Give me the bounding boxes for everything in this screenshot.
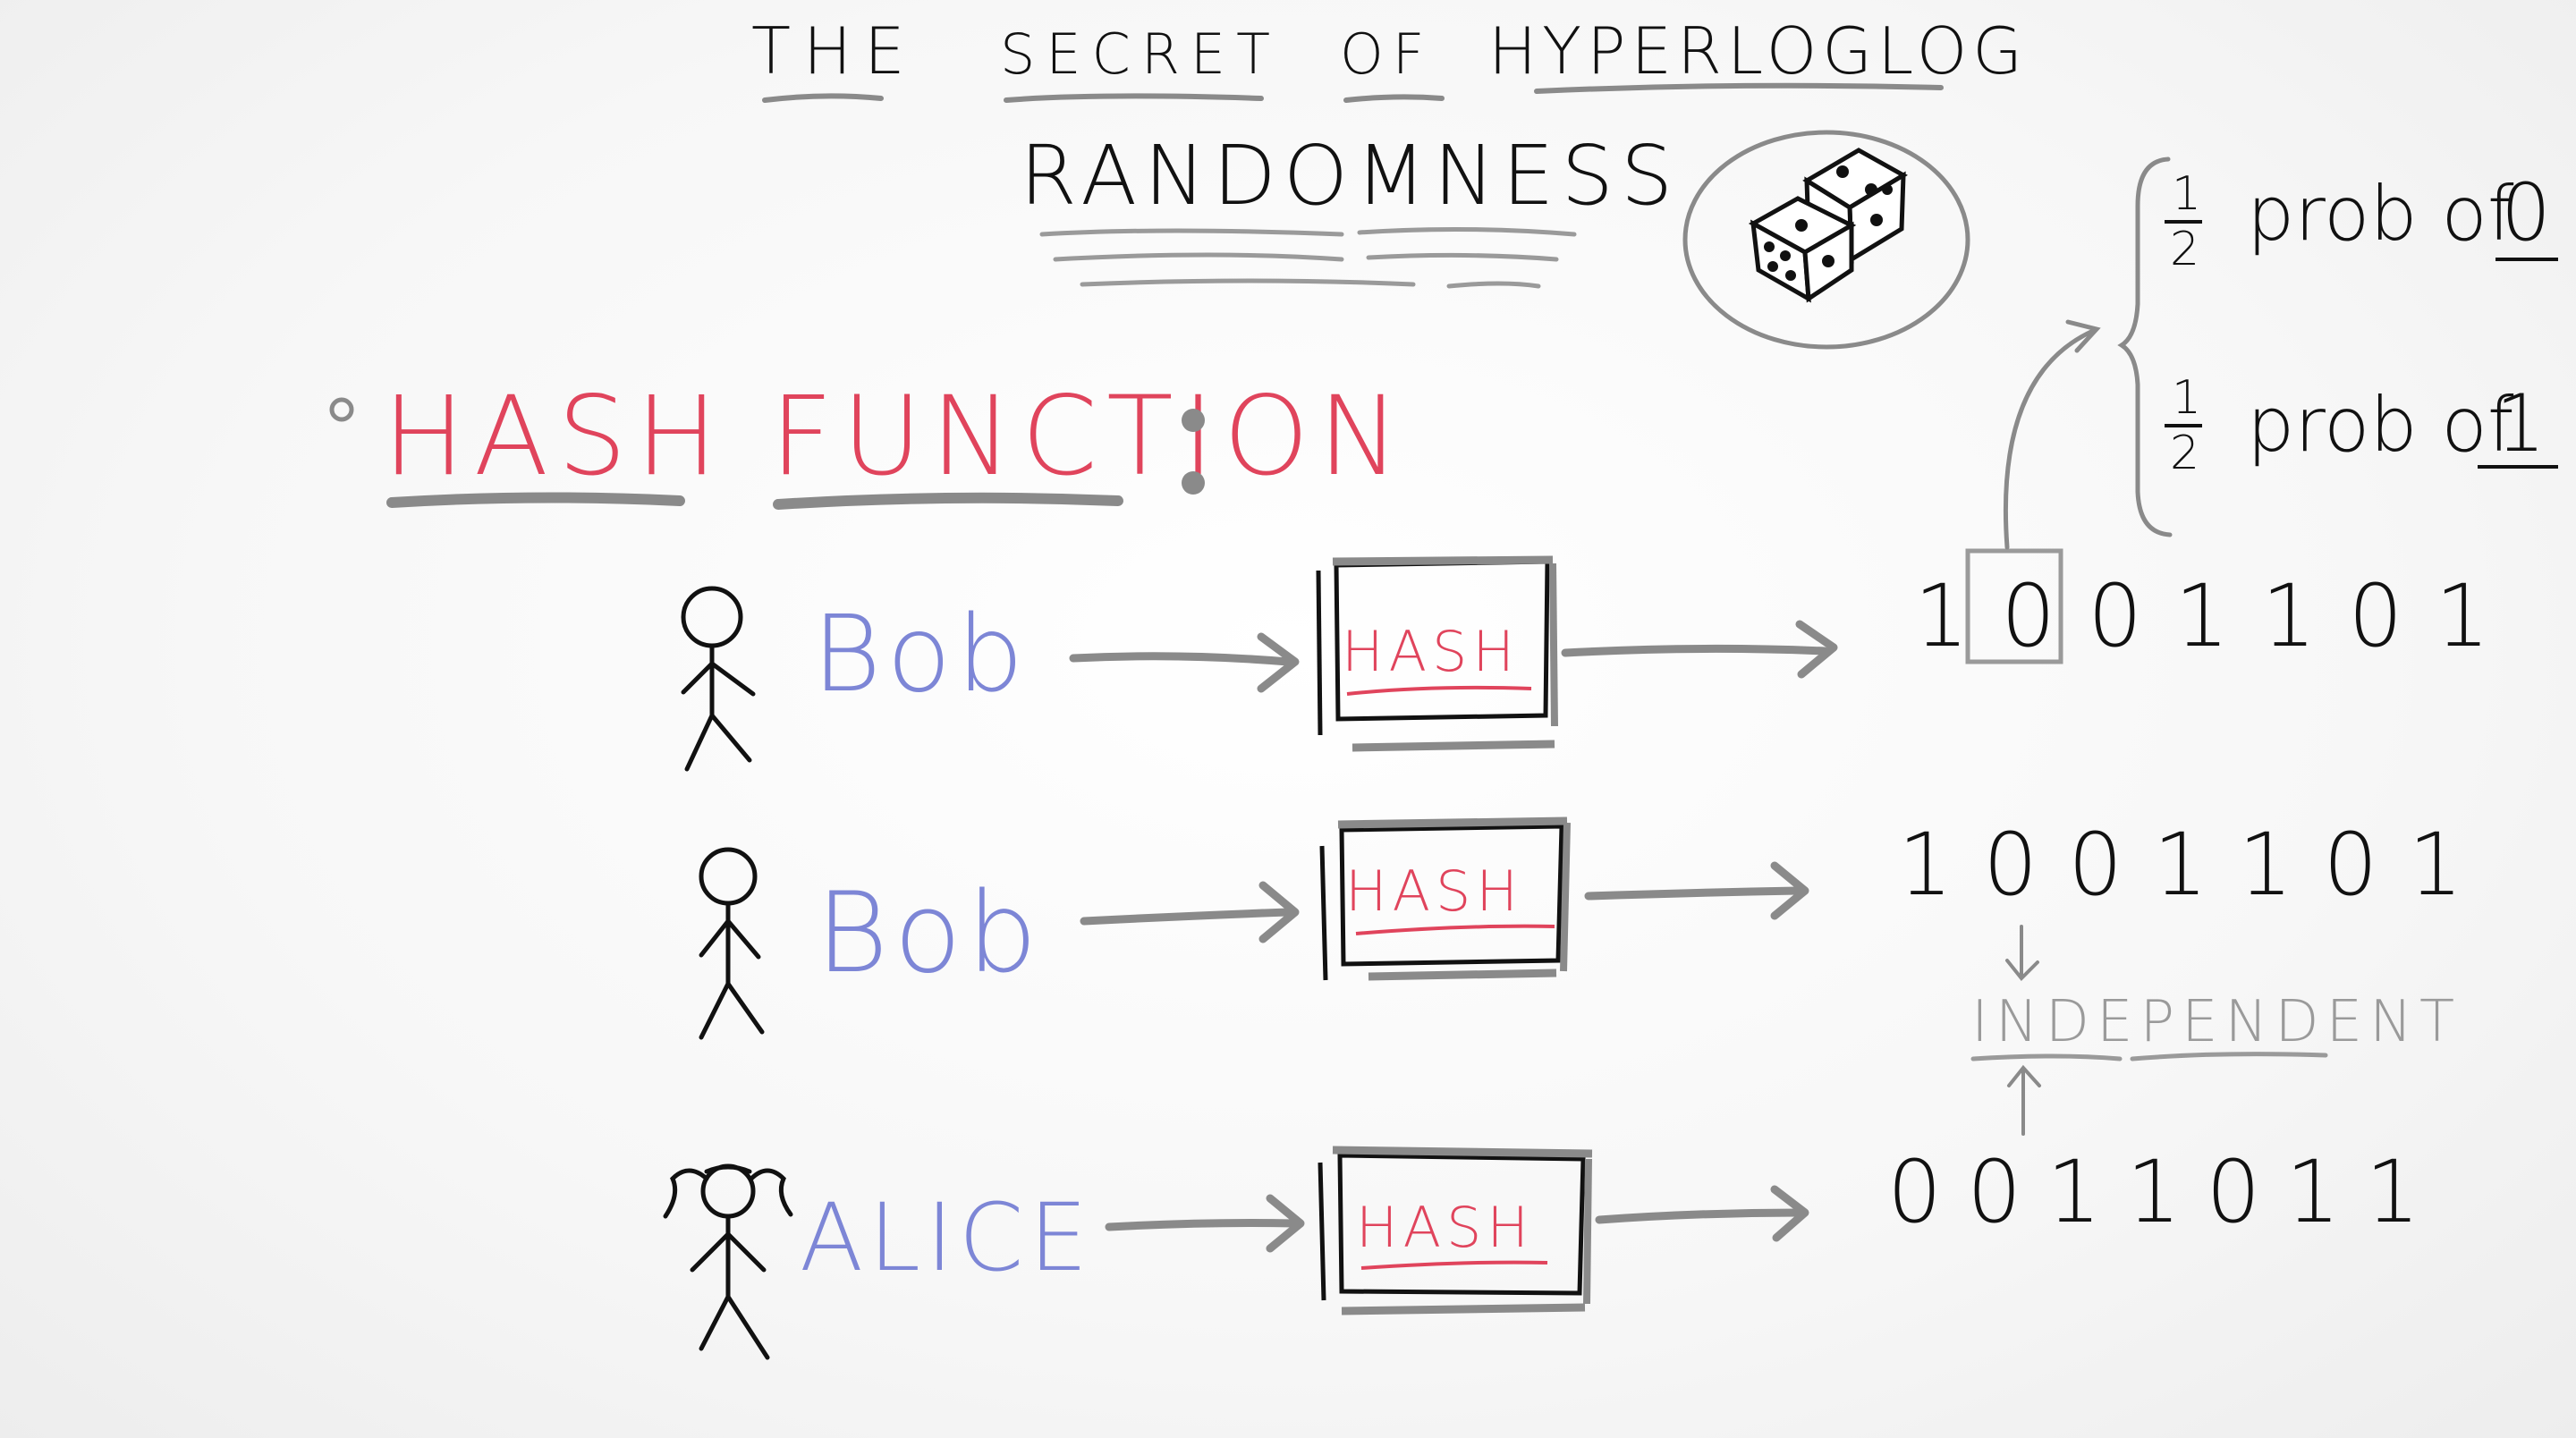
arrow-right-icon bbox=[1561, 620, 1838, 679]
row-1-output: 1001101 bbox=[1914, 566, 2522, 666]
title-word-secret: SECRET bbox=[1000, 21, 1281, 87]
arrow-up-icon bbox=[2007, 1064, 2041, 1136]
highlighted-bit-box bbox=[1965, 548, 2063, 664]
curly-brace-icon bbox=[2117, 156, 2173, 537]
hash-box: HASH bbox=[1316, 555, 1558, 752]
stick-figure-icon bbox=[699, 847, 765, 1040]
arrow-right-icon bbox=[1105, 1194, 1305, 1253]
row-3-name: ALICE bbox=[800, 1183, 1093, 1292]
probability-1: 1 2 prob of 1 bbox=[2165, 371, 2558, 480]
bullet-icon bbox=[329, 397, 354, 422]
hash-box: HASH bbox=[1318, 1146, 1593, 1315]
row-2-name: Bob bbox=[816, 869, 1043, 998]
heading-text: HASH FUNCTION bbox=[383, 373, 1409, 500]
prob-text: prob of bbox=[2247, 381, 2514, 469]
subtitle-text: RANDOMNESS bbox=[1020, 128, 1680, 224]
section-heading: HASH FUNCTION bbox=[329, 373, 1409, 510]
fraction-denominator: 2 bbox=[2170, 427, 2199, 480]
independent-label: INDEPENDENT bbox=[1971, 989, 2462, 1055]
stick-figure-girl-icon bbox=[663, 1163, 793, 1360]
row-1-name: Bob bbox=[812, 592, 1029, 715]
colon-bottom-dot bbox=[1182, 471, 1205, 495]
probability-0: 1 2 prob of 0 bbox=[2165, 166, 2558, 276]
title-word-of: OF bbox=[1340, 21, 1433, 87]
row-3-output: 0011011 bbox=[1887, 1142, 2445, 1242]
independent-annotation: INDEPENDENT bbox=[1970, 925, 2462, 1136]
prob-text: prob of bbox=[2247, 170, 2514, 258]
arrow-right-icon bbox=[1595, 1185, 1809, 1242]
prob-bit: 0 bbox=[2501, 166, 2551, 258]
hash-box: HASH bbox=[1319, 816, 1571, 981]
row-2: Bob HASH 1001101 bbox=[699, 815, 2494, 1040]
subtitle: RANDOMNESS bbox=[1020, 128, 1680, 289]
fraction-denominator: 2 bbox=[2170, 223, 2199, 276]
hash-box-label: HASH bbox=[1345, 859, 1523, 924]
row-2-output: 1001101 bbox=[1898, 815, 2494, 915]
row-3: ALICE HASH 0011011 bbox=[663, 1142, 2445, 1360]
fraction-numerator: 1 bbox=[2172, 167, 2201, 221]
prob-bit: 1 bbox=[2496, 377, 2546, 469]
dice-icon bbox=[1682, 130, 1970, 350]
colon-top-dot bbox=[1182, 409, 1205, 432]
title-word-hyperloglog: HYPERLOGLOG bbox=[1488, 13, 2028, 89]
stick-figure-icon bbox=[681, 586, 756, 772]
arrow-right-icon bbox=[1069, 632, 1300, 693]
title-word-the: THE bbox=[751, 13, 918, 89]
arrow-right-icon bbox=[1080, 881, 1300, 943]
curved-arrow-icon bbox=[2003, 319, 2101, 550]
row-1: Bob HASH 1001101 bbox=[681, 548, 2522, 772]
arrow-right-icon bbox=[1584, 861, 1809, 920]
arrow-down-icon bbox=[2005, 925, 2039, 981]
hash-box-label: HASH bbox=[1342, 619, 1520, 684]
hash-box-label: HASH bbox=[1356, 1195, 1534, 1260]
fraction-numerator: 1 bbox=[2172, 371, 2201, 425]
title-line: THE SECRET OF HYPERLOGLOG bbox=[751, 13, 2028, 103]
